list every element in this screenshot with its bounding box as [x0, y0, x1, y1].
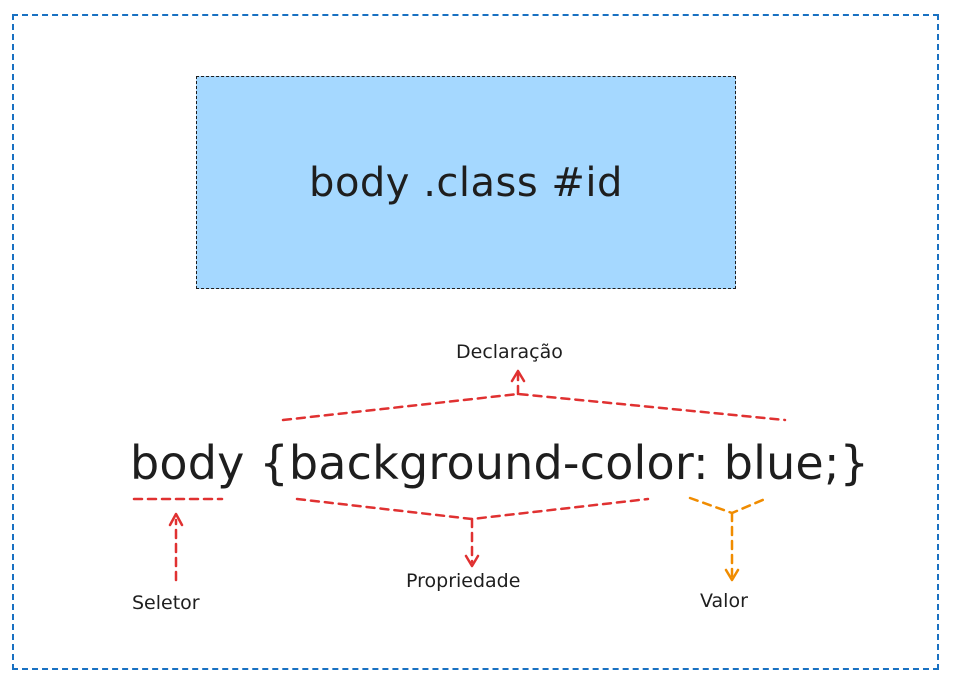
- label-valor: Valor: [700, 590, 748, 612]
- selector-examples-text: body .class #id: [309, 159, 623, 206]
- label-declaracao: Declaração: [456, 341, 563, 363]
- label-propriedade: Propriedade: [406, 570, 521, 592]
- outer-frame: [12, 14, 939, 670]
- css-rule-text: body {background-color: blue;}: [130, 436, 870, 490]
- selector-examples-box: body .class #id: [196, 76, 736, 289]
- label-seletor: Seletor: [132, 592, 200, 614]
